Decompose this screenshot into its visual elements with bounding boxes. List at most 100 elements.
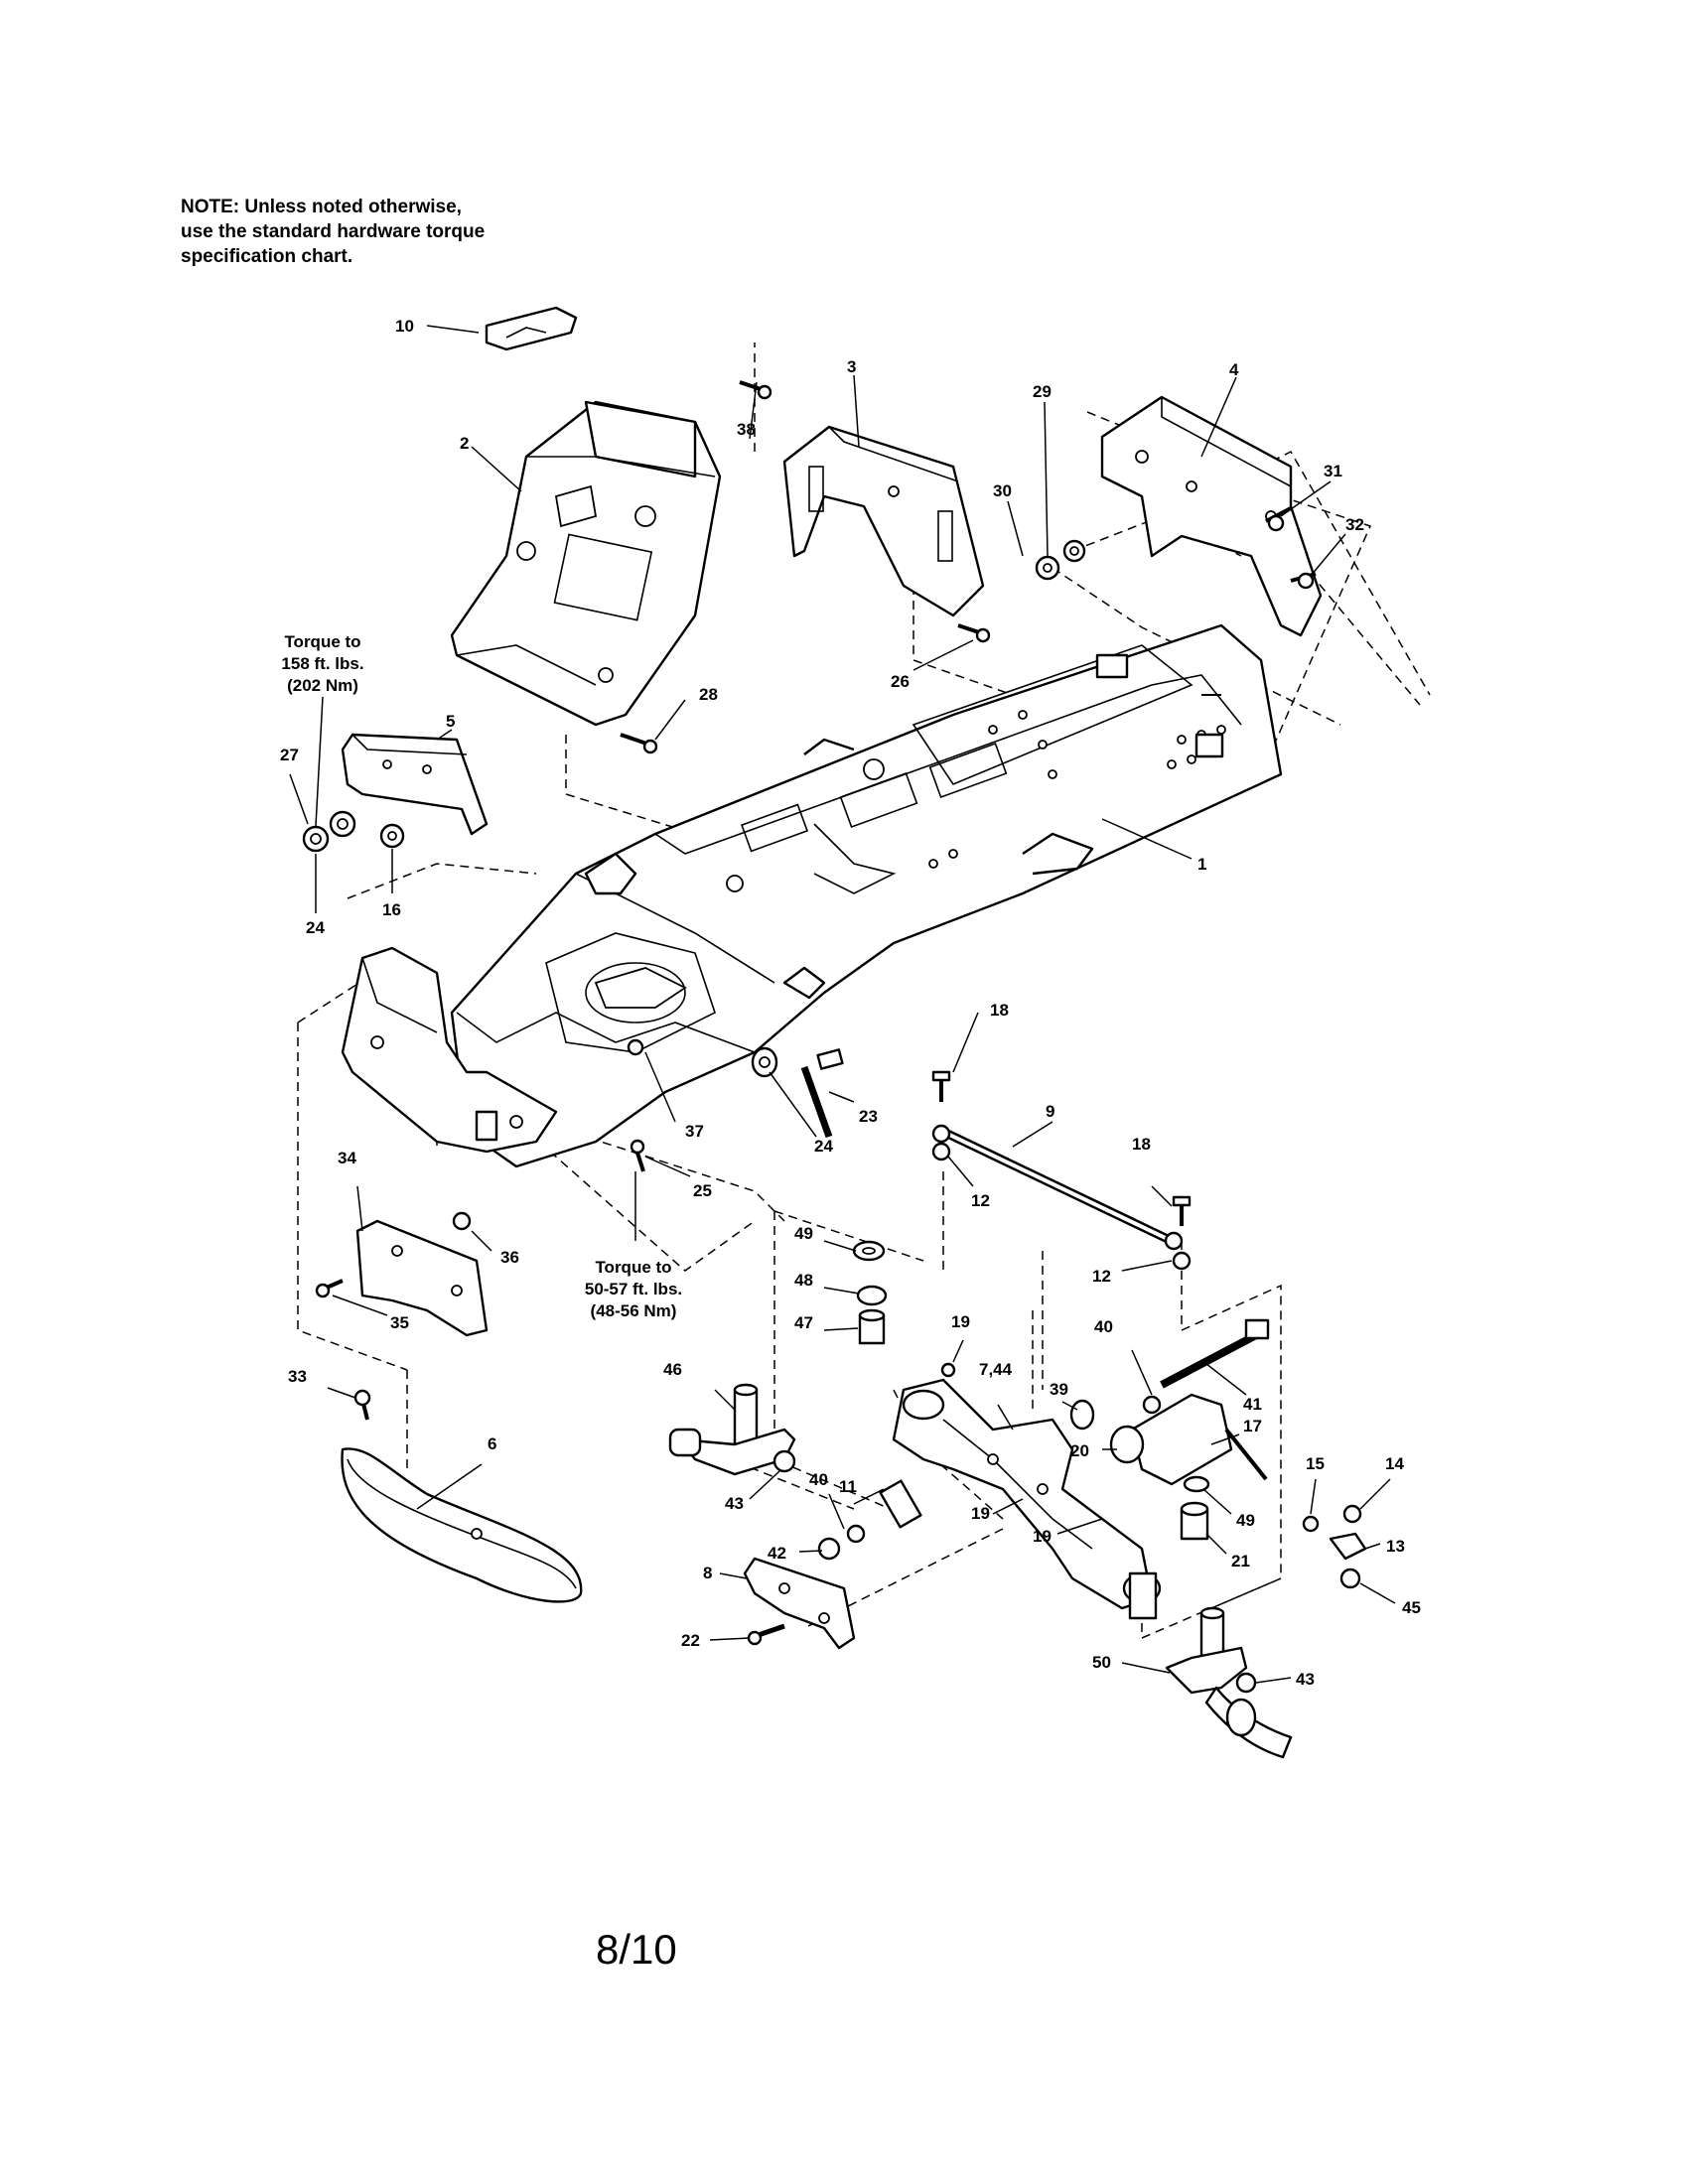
callout-49-upper: 49 — [794, 1224, 813, 1243]
callout-42: 42 — [768, 1544, 786, 1563]
callout-12-left: 12 — [971, 1191, 990, 1210]
callout-7-44: 7,44 — [979, 1360, 1013, 1379]
callout-27: 27 — [280, 746, 299, 764]
callout-19-upper: 19 — [951, 1312, 970, 1331]
callout-9: 9 — [1046, 1102, 1054, 1121]
part-22-bolt — [747, 1623, 785, 1646]
callout-22: 22 — [681, 1631, 700, 1650]
part-50-spindle — [1165, 1606, 1293, 1759]
callout-11: 11 — [839, 1477, 857, 1496]
note-line-3: specification chart. — [181, 246, 353, 267]
callout-1: 1 — [1197, 855, 1206, 874]
callout-21: 21 — [1231, 1552, 1250, 1570]
callout-3: 3 — [847, 357, 856, 376]
hardware-49-48-47 — [852, 1240, 888, 1345]
part-2-dash-panel — [450, 400, 722, 727]
part-34-plate — [355, 1219, 489, 1337]
hardware-49-21 — [1180, 1475, 1210, 1541]
callout-46: 46 — [663, 1360, 682, 1379]
part-19-fitting — [940, 1362, 956, 1378]
callout-49-lower: 49 — [1236, 1511, 1255, 1530]
part-6-front-bumper — [341, 1447, 583, 1603]
note-line-2: use the standard hardware torque — [181, 221, 486, 242]
page-number: 8/10 — [596, 1926, 677, 1973]
callout-19-lower: 19 — [1033, 1527, 1052, 1546]
callout-43-left: 43 — [725, 1494, 744, 1513]
callout-48: 48 — [794, 1271, 813, 1290]
part-26-screw — [957, 623, 991, 643]
torque-bracket-line-3: (48-56 Nm) — [591, 1301, 677, 1320]
callout-19-middle: 19 — [971, 1504, 990, 1523]
part-7-44-front-axle — [892, 1378, 1162, 1620]
note-line-1: NOTE: Unless noted otherwise, — [181, 197, 462, 217]
front-bumper-bracket — [341, 946, 558, 1154]
hardware-27-24-16 — [302, 810, 405, 853]
part-9-drag-link — [931, 1124, 1184, 1251]
callout-50: 50 — [1092, 1653, 1111, 1672]
callout-10: 10 — [395, 317, 414, 336]
callout-labels: 10 2 3 38 4 29 30 31 32 26 28 5 27 24 16… — [280, 317, 1421, 1689]
hardware-37-25-36-35 — [315, 1038, 645, 1298]
callout-4: 4 — [1229, 360, 1239, 379]
part-43-washer-right — [1235, 1672, 1257, 1694]
callout-23: 23 — [859, 1107, 878, 1126]
callout-15: 15 — [1306, 1454, 1325, 1473]
hardware-18-12 — [931, 1070, 1192, 1271]
callout-47: 47 — [794, 1313, 813, 1332]
torque-bracket-line-1: Torque to — [595, 1258, 671, 1277]
part-4-rear-bracket — [1100, 395, 1323, 637]
callout-34: 34 — [338, 1149, 356, 1167]
callout-18-right: 18 — [1132, 1135, 1151, 1154]
torque-frame-line-1: Torque to — [284, 632, 360, 651]
part-8-bracket — [743, 1557, 856, 1650]
callout-40-right: 40 — [1094, 1317, 1113, 1336]
callout-43-right: 43 — [1296, 1670, 1315, 1689]
callout-33: 33 — [288, 1367, 307, 1386]
callout-6: 6 — [488, 1434, 496, 1453]
callout-39: 39 — [1050, 1380, 1068, 1399]
callout-25: 25 — [693, 1181, 712, 1200]
torque-note-bracket: Torque to 50-57 ft. lbs. (48-56 Nm) — [585, 1258, 682, 1320]
part-17-cylinder — [1109, 1393, 1268, 1486]
hardware-torque-note: NOTE: Unless noted otherwise, use the st… — [181, 195, 485, 269]
hardware-15-14-13-45 — [1302, 1504, 1367, 1589]
part-1-main-frame — [450, 623, 1283, 1168]
part-46-spindle — [668, 1383, 796, 1476]
callout-leader-lines — [289, 325, 1396, 1684]
torque-note-frame: Torque to 158 ft. lbs. (202 Nm) — [281, 632, 364, 827]
callout-45: 45 — [1402, 1598, 1421, 1617]
part-33-screw — [353, 1389, 371, 1421]
callout-31: 31 — [1324, 462, 1342, 480]
part-5-mount-bracket — [341, 733, 489, 836]
callout-14: 14 — [1385, 1454, 1404, 1473]
callout-28: 28 — [699, 685, 718, 704]
callout-36: 36 — [500, 1248, 519, 1267]
part-28-bolt — [620, 733, 658, 754]
callout-29: 29 — [1033, 382, 1052, 401]
callout-38: 38 — [737, 420, 756, 439]
callout-13: 13 — [1386, 1537, 1405, 1556]
torque-frame-line-2: 158 ft. lbs. — [281, 654, 363, 673]
callout-26: 26 — [891, 672, 910, 691]
part-24-washer — [751, 1046, 778, 1078]
callout-30: 30 — [993, 481, 1012, 500]
callout-40-left: 40 — [809, 1470, 828, 1489]
part-3-bracket — [782, 425, 985, 617]
callout-37: 37 — [685, 1122, 704, 1141]
callout-18-left: 18 — [990, 1001, 1009, 1020]
part-38-bolt — [739, 380, 772, 400]
callout-20: 20 — [1070, 1441, 1089, 1460]
callout-35: 35 — [390, 1313, 409, 1332]
callout-2: 2 — [460, 434, 469, 453]
callout-24-upper: 24 — [306, 918, 325, 937]
callout-16: 16 — [382, 900, 401, 919]
callout-12-right: 12 — [1092, 1267, 1111, 1286]
callout-5: 5 — [446, 712, 455, 731]
hardware-43-42-40-11 — [772, 1449, 922, 1561]
callout-41: 41 — [1243, 1395, 1262, 1414]
callout-8: 8 — [703, 1564, 712, 1582]
part-10-bracket — [485, 306, 578, 351]
hardware-29-30-31-32 — [1035, 506, 1317, 590]
callout-17: 17 — [1243, 1417, 1262, 1435]
